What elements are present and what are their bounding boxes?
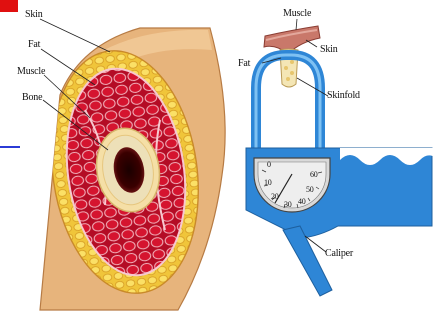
caliper-skin-label: Skin: [320, 44, 338, 55]
skin-leader-line: [40, 19, 110, 52]
skinfold-label: Skinfold: [327, 90, 360, 101]
dial-number: 30: [284, 200, 292, 209]
limb-cross-section: [37, 19, 225, 310]
fat-label: Fat: [28, 39, 40, 50]
muscle-label: Muscle: [17, 66, 45, 77]
bone-label: Bone: [22, 92, 42, 103]
caliper-label: Caliper: [325, 248, 353, 259]
dial-number: 60: [310, 170, 318, 179]
dial-number: 10: [264, 178, 272, 187]
skin-label: Skin: [25, 9, 43, 20]
dial-number: 20: [271, 192, 279, 201]
dial-number: 40: [298, 197, 306, 206]
caliper-fat-label: Fat: [238, 58, 250, 69]
dial-number: 0: [267, 160, 271, 169]
dial-number: 50: [306, 185, 314, 194]
caliper-muscle-label: Muscle: [283, 8, 311, 19]
